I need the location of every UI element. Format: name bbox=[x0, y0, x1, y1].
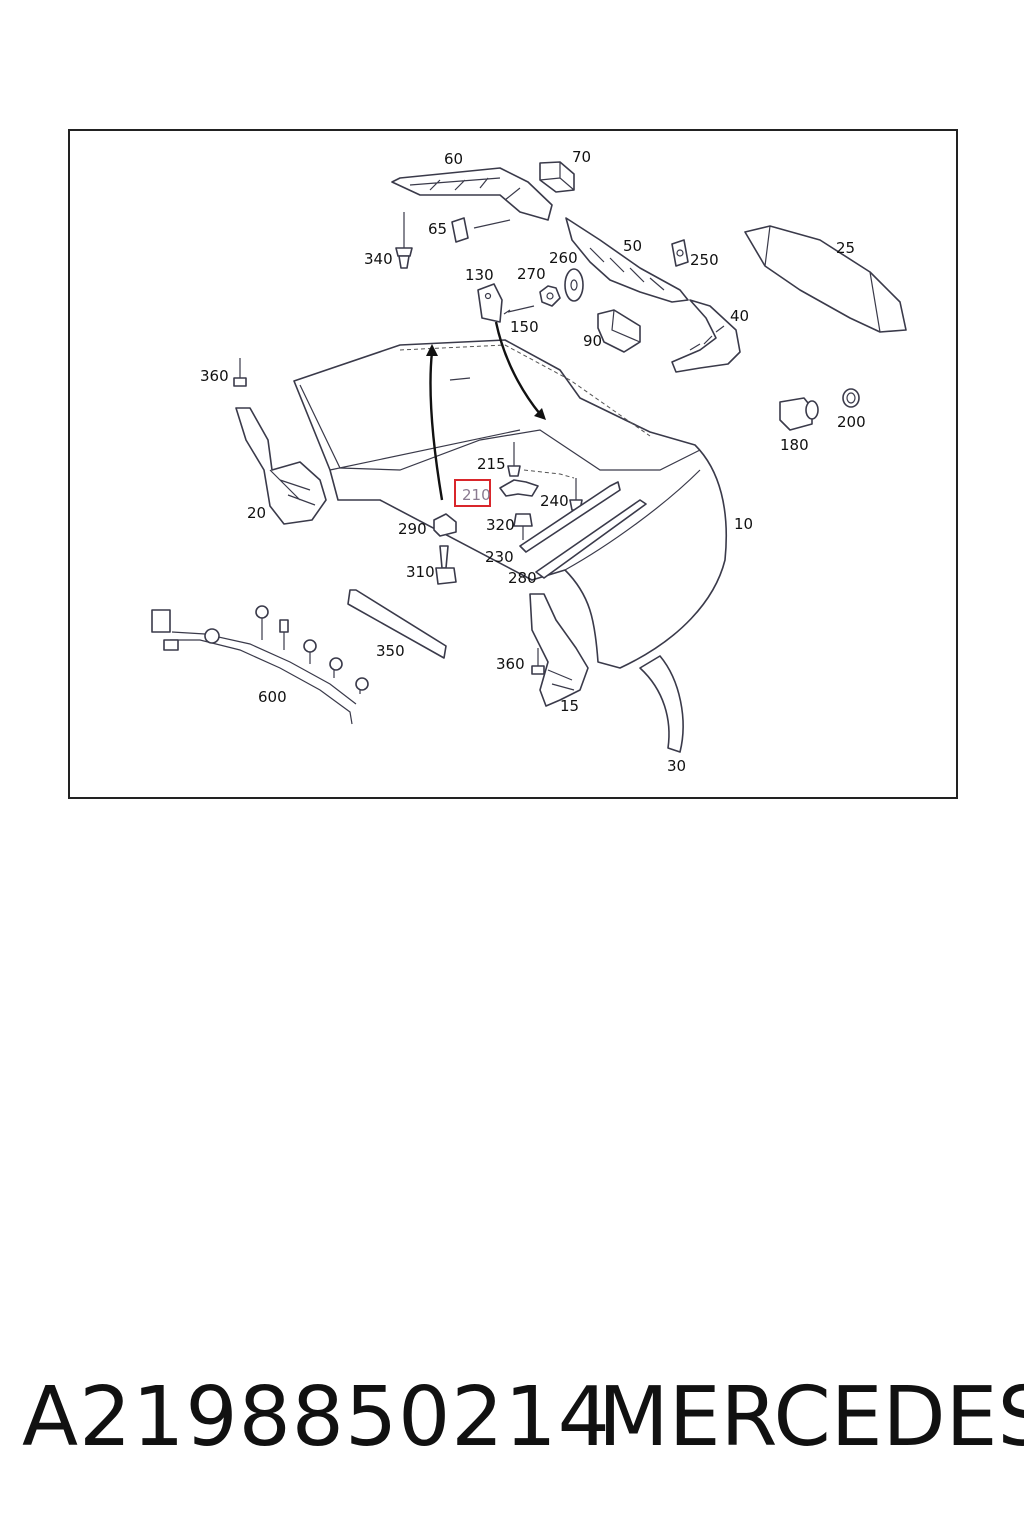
mount-bracket-part bbox=[597, 309, 641, 353]
callout-90: 90 bbox=[583, 332, 602, 350]
wiring-harness-part bbox=[151, 605, 369, 725]
callout-250: 250 bbox=[690, 251, 719, 269]
callout-200: 200 bbox=[837, 413, 866, 431]
screw-part-lower bbox=[531, 648, 545, 675]
nut-part bbox=[539, 285, 561, 307]
assembly-arrow-2 bbox=[494, 321, 541, 415]
clip-part bbox=[451, 217, 511, 243]
callout-70: 70 bbox=[572, 148, 591, 166]
strip-part-280 bbox=[535, 499, 647, 579]
callout-310: 310 bbox=[406, 563, 435, 581]
grommet-part bbox=[842, 388, 860, 408]
bumper-cover-part bbox=[293, 339, 728, 669]
assembly-arrow-2-head bbox=[534, 408, 546, 420]
left-side-bracket-part bbox=[235, 407, 327, 525]
parking-sensor-part bbox=[779, 397, 819, 431]
callout-130: 130 bbox=[465, 266, 494, 284]
callout-40: 40 bbox=[730, 307, 749, 325]
washer-part bbox=[564, 268, 584, 302]
part-number: A2198850214 bbox=[22, 1370, 611, 1465]
callout-350: 350 bbox=[376, 642, 405, 660]
pin-part bbox=[503, 305, 535, 315]
guide-rail-part bbox=[391, 167, 553, 221]
screw-part-310 bbox=[435, 545, 457, 585]
callout-215: 215 bbox=[477, 455, 506, 473]
retainer-part bbox=[499, 469, 575, 497]
wheel-arch-trim-part bbox=[639, 655, 684, 753]
callout-30: 30 bbox=[667, 757, 686, 775]
clip-part-290 bbox=[433, 513, 457, 537]
callout-20: 20 bbox=[247, 504, 266, 522]
callout-50: 50 bbox=[623, 237, 642, 255]
callout-360-lower: 360 bbox=[496, 655, 525, 673]
callout-65: 65 bbox=[428, 220, 447, 238]
callout-360-upper: 360 bbox=[200, 367, 229, 385]
callout-10: 10 bbox=[734, 515, 753, 533]
assembly-arrow-1 bbox=[429, 351, 444, 501]
highlight-box bbox=[454, 479, 491, 507]
right-side-bracket-part bbox=[529, 593, 589, 707]
reflector-strip-part bbox=[347, 589, 447, 659]
clip-block-part bbox=[539, 161, 575, 193]
callout-180: 180 bbox=[780, 436, 809, 454]
assembly-arrow-1-head bbox=[426, 344, 438, 356]
rivet-part bbox=[395, 212, 413, 269]
nut-clip-part bbox=[671, 239, 689, 267]
callout-600: 600 bbox=[258, 688, 287, 706]
callout-60: 60 bbox=[444, 150, 463, 168]
screw-part-upper bbox=[233, 358, 247, 387]
callout-280: 280 bbox=[508, 569, 537, 587]
strip-part-230 bbox=[519, 481, 621, 553]
bracket-part bbox=[477, 283, 503, 323]
callout-320: 320 bbox=[486, 516, 515, 534]
callout-230: 230 bbox=[485, 548, 514, 566]
callout-240: 240 bbox=[540, 492, 569, 510]
callout-25: 25 bbox=[836, 239, 855, 257]
callout-270: 270 bbox=[517, 265, 546, 283]
side-guide-part bbox=[671, 299, 741, 373]
callout-210: 210 bbox=[462, 486, 491, 504]
callout-15: 15 bbox=[560, 697, 579, 715]
callout-150: 150 bbox=[510, 318, 539, 336]
callout-290: 290 bbox=[398, 520, 427, 538]
trim-strip-part bbox=[744, 225, 907, 333]
brand-name: MERCEDES bbox=[598, 1370, 1024, 1465]
callout-340: 340 bbox=[364, 250, 393, 268]
center-support-part bbox=[565, 217, 689, 303]
bolt-part bbox=[513, 513, 533, 540]
callout-260: 260 bbox=[549, 249, 578, 267]
stud-part bbox=[507, 442, 521, 477]
